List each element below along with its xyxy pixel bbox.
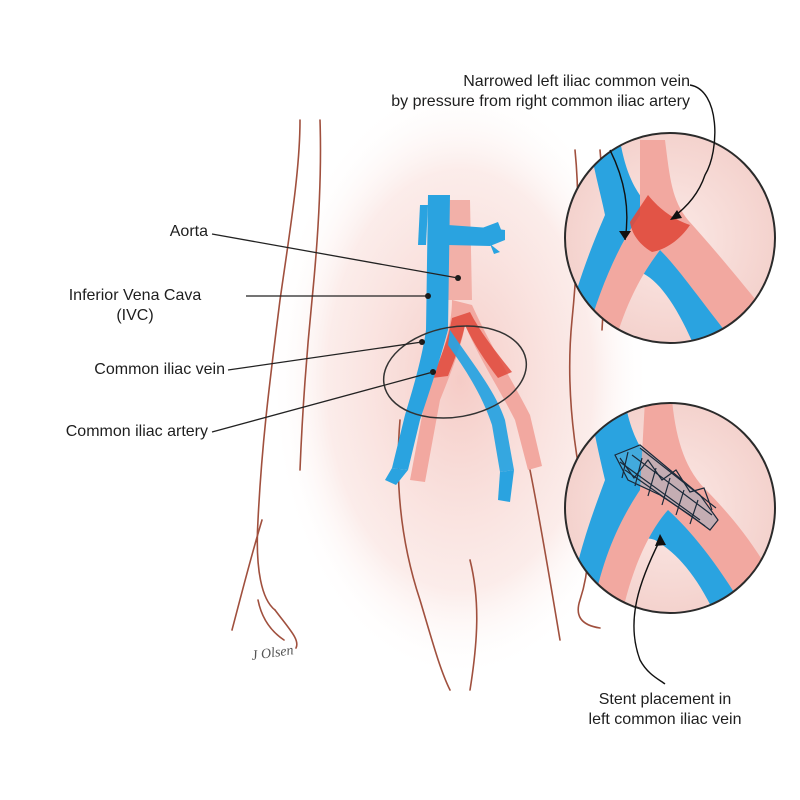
label-stent-line2: left common iliac vein xyxy=(588,711,742,728)
label-narrowed-line2: by pressure from right common iliac arte… xyxy=(391,93,690,110)
lens-stent xyxy=(564,402,776,685)
label-narrowed-line1: Narrowed left iliac common vein xyxy=(463,73,690,90)
lens-narrowed-vein xyxy=(564,84,776,344)
aorta-vessel xyxy=(410,200,542,482)
stent-mesh xyxy=(614,444,719,531)
skin-glow xyxy=(270,80,650,680)
left-leader-lines xyxy=(211,233,459,433)
label-stent-placement: Stent placement in left common iliac vei… xyxy=(560,690,770,730)
label-ivc-line2: (IVC) xyxy=(116,307,154,324)
label-stent-line1: Stent placement in xyxy=(598,691,732,708)
label-common-iliac-vein: Common iliac vein xyxy=(94,361,225,378)
vena-cava-vessel xyxy=(385,195,514,502)
label-narrowed-vein: Narrowed left iliac common vein by press… xyxy=(300,72,690,112)
label-aorta: Aorta xyxy=(169,223,208,240)
label-common-iliac-artery: Common iliac artery xyxy=(65,423,208,440)
label-ivc-line1: Inferior Vena Cava xyxy=(68,287,202,304)
focus-ellipse xyxy=(382,325,528,419)
label-ivc: Inferior Vena Cava (IVC) xyxy=(30,286,240,326)
signature: J Olsen xyxy=(250,643,294,664)
